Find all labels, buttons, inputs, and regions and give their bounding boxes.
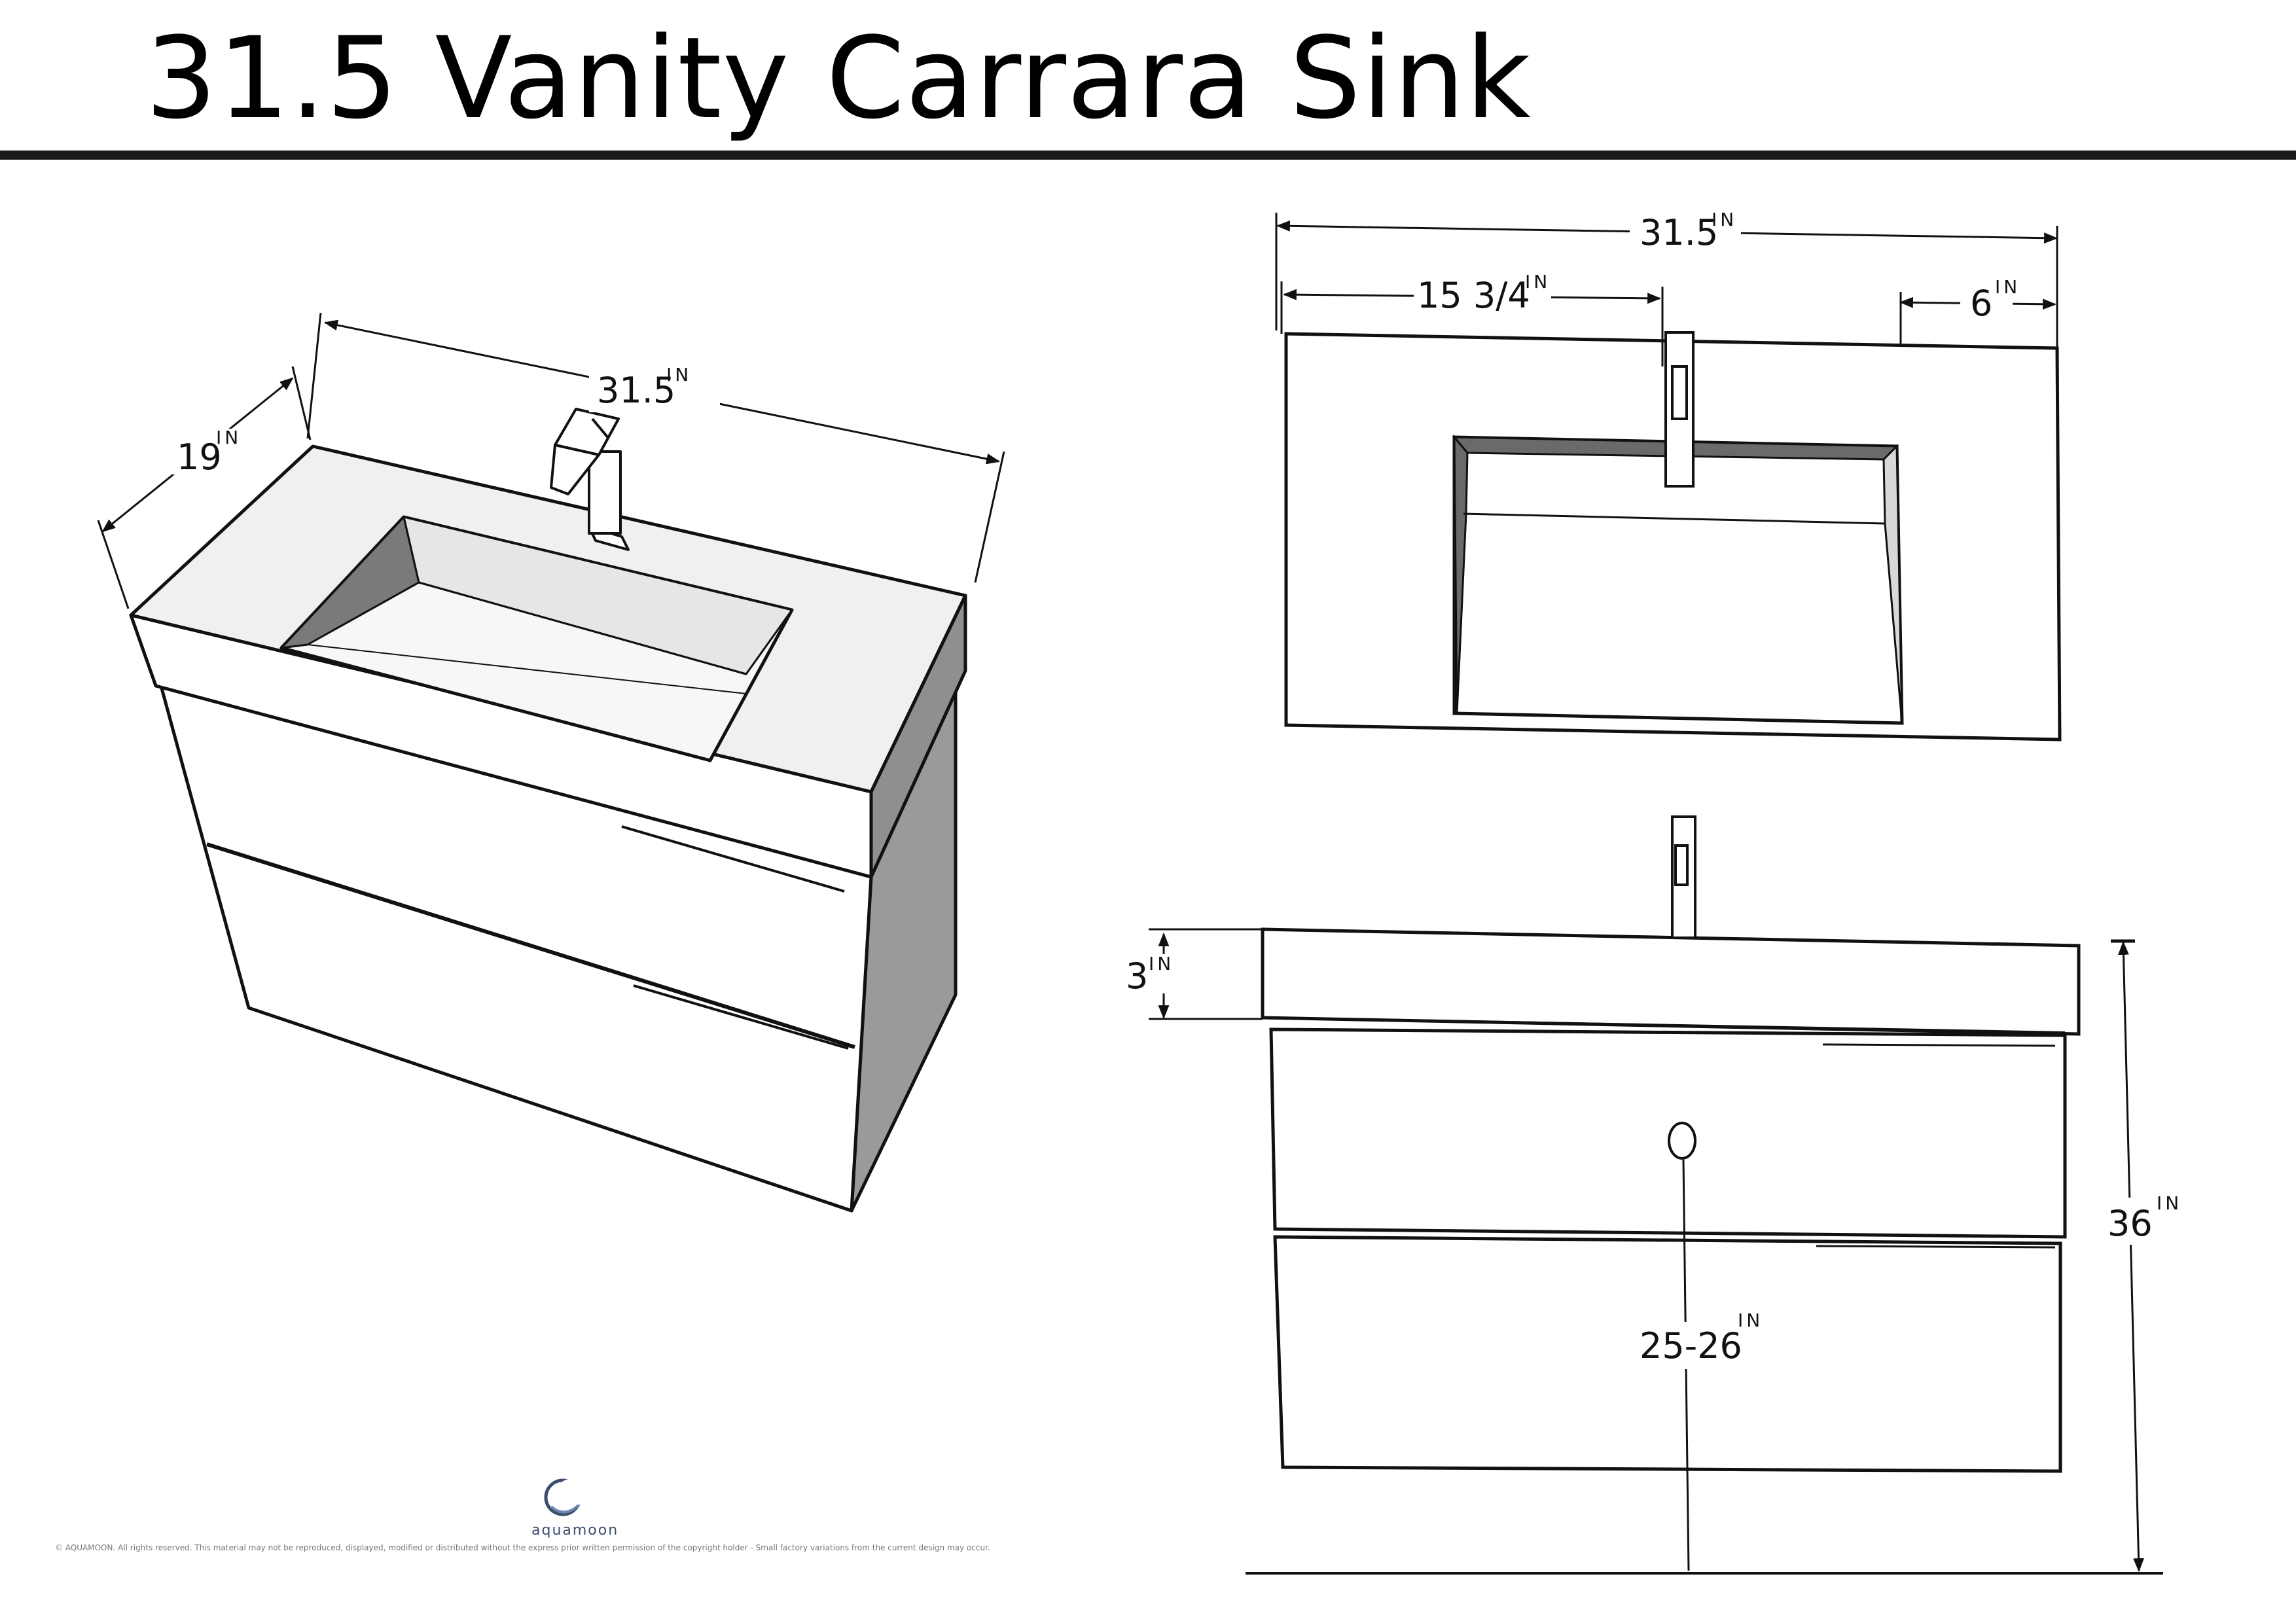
top-width-unit: IN <box>1712 209 1737 230</box>
title-divider <box>0 151 2296 160</box>
iso-depth-unit: IN <box>216 427 242 448</box>
top-width-value: 31.5 <box>1640 212 1718 253</box>
iso-width-value: 31.5 <box>597 370 675 411</box>
top-view <box>1275 213 2062 741</box>
overall-height-unit: IN <box>2157 1192 2182 1214</box>
drain-height-value: 25-26 <box>1640 1325 1742 1366</box>
page-title: 31.5 Vanity Carrara Sink <box>145 12 1532 144</box>
basin-drain-slope <box>307 644 747 694</box>
drawer-divider <box>206 842 855 1049</box>
top-edge-offset-value: 6 <box>1970 283 1992 324</box>
counter-thickness-value: 3 <box>1126 955 1148 997</box>
top-edge-offset-unit: IN <box>1995 276 2020 298</box>
top-view-basin-inner-edge <box>1463 512 1886 525</box>
isometric-view <box>97 312 1005 1213</box>
copyright-notice: © AQUAMOON. All rights reserved. This ma… <box>55 1543 990 1552</box>
logo-text: aquamoon <box>531 1522 619 1539</box>
overall-height-dimension <box>2118 940 2144 1573</box>
top-view-faucet-icon <box>1664 331 1695 488</box>
counter-thickness-unit: IN <box>1149 953 1174 974</box>
drawer-handle-bottom <box>633 984 849 1050</box>
drawer-handle-top <box>621 825 845 893</box>
basin-floor-edge <box>418 581 747 675</box>
iso-depth-value: 19 <box>177 437 222 478</box>
top-faucet-offset-unit: IN <box>1525 271 1551 293</box>
aquamoon-logo: aquamoon <box>531 1478 619 1539</box>
iso-width-unit: IN <box>666 364 692 385</box>
front-faucet-icon <box>1671 815 1696 939</box>
top-faucet-offset-value: 15 3/4 <box>1417 275 1530 316</box>
drain-height-unit: IN <box>1738 1310 1763 1331</box>
front-drawer-top-handle <box>1822 1043 2056 1047</box>
front-counter <box>1261 927 2081 1036</box>
overall-height-value: 36 <box>2108 1203 2153 1244</box>
front-drawer-top <box>1269 1027 2067 1239</box>
counter-side <box>869 594 967 879</box>
front-view <box>1149 815 2163 1575</box>
drain-marker <box>1668 1122 1696 1160</box>
front-drawer-bottom-handle <box>1816 1245 2056 1249</box>
